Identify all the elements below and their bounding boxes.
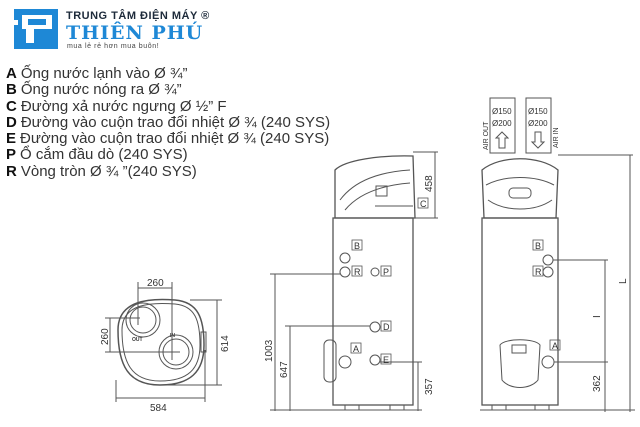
arrow-up-icon [494, 131, 510, 149]
logo-brand: THIÊN PHÚ [66, 22, 204, 44]
front-label-a: A [552, 341, 558, 351]
duct2-d200: Ø200 [528, 119, 548, 128]
dim-362: 362 [592, 375, 603, 392]
air-out-label: AIR OUT [483, 121, 490, 150]
label-a: A [353, 344, 359, 354]
air-in-duct [525, 97, 552, 154]
dim-l: L [618, 278, 629, 284]
front-label-r: R [535, 267, 542, 277]
dim-647: 647 [279, 361, 290, 378]
duct2-d150: Ø150 [528, 107, 548, 116]
dim-458: 458 [424, 175, 435, 192]
duct1-d200: Ø200 [492, 119, 512, 128]
out-port [125, 302, 161, 338]
air-in-label: AIR IN [553, 127, 560, 148]
label-e: E [383, 355, 389, 365]
dim-614: 614 [220, 335, 231, 352]
side-view [270, 151, 438, 411]
label-p: P [383, 267, 389, 277]
label-d: D [383, 322, 390, 332]
dim-357: 357 [424, 378, 435, 395]
logo-line1: TRUNG TÂM ĐIỆN MÁY ® [66, 10, 210, 22]
label-r: R [354, 267, 361, 277]
dim-top-260: 260 [147, 278, 164, 289]
dim-584: 584 [150, 403, 167, 414]
air-out-duct [489, 97, 516, 154]
out-label: OUT [132, 337, 143, 343]
label-b: B [354, 241, 360, 251]
front-label-b: B [535, 241, 541, 251]
duct1-d150: Ø150 [492, 107, 512, 116]
dim-i: I [592, 315, 603, 318]
logo-tagline: mua lẻ rẻ hơn mua buôn! [67, 43, 160, 50]
dim-left-260: 260 [100, 328, 111, 345]
front-view [480, 97, 635, 412]
logo-icon [10, 9, 58, 49]
dim-1003: 1003 [264, 339, 275, 362]
arrow-down-icon [530, 131, 546, 149]
in-label: IN [170, 333, 175, 339]
top-view [105, 282, 222, 402]
label-c: C [420, 199, 427, 209]
